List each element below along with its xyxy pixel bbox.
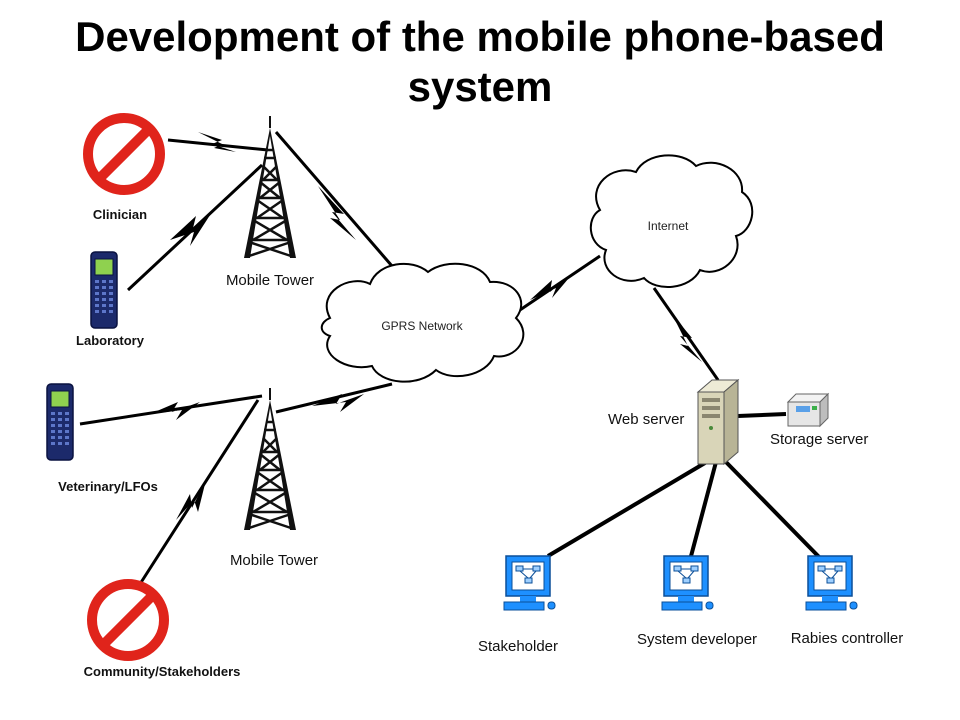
wired-link-webserver-storage xyxy=(737,412,787,418)
wireless-link-veterinary-tower xyxy=(79,394,263,426)
wireless-link-internet-webserver xyxy=(652,287,720,381)
title-line-2: system xyxy=(407,63,553,110)
clinician-label: Clinician xyxy=(93,207,147,222)
storage-server-label: Storage server xyxy=(770,431,868,448)
slide-title: Development of the mobile phone-based sy… xyxy=(30,12,930,112)
tower-top-label: Mobile Tower xyxy=(226,272,314,289)
gprs-label: GPRS Network xyxy=(381,319,463,333)
wireless-links xyxy=(79,131,720,585)
cloud-icon xyxy=(320,262,525,383)
wireless-link-gprs-internet xyxy=(513,254,601,316)
system-developer-label: System developer xyxy=(637,631,757,648)
cloud-icon xyxy=(590,154,754,289)
web-server-label: Web server xyxy=(608,411,684,428)
wireless-link-clinician-tower xyxy=(167,132,269,152)
computer-icon xyxy=(805,555,858,611)
wired-link-webserver-developer xyxy=(688,461,718,561)
wired-link-webserver-stakeholder xyxy=(546,458,712,558)
wired-link-webserver-rabies xyxy=(722,458,824,562)
wireless-link-community-tower xyxy=(138,399,260,585)
laboratory-label: Laboratory xyxy=(76,333,145,348)
server-tower-icon xyxy=(696,378,740,466)
rabies-controller-label: Rabies controller xyxy=(791,630,904,647)
tower-bottom-label: Mobile Tower xyxy=(230,552,318,569)
stakeholder-label: Stakeholder xyxy=(478,638,558,655)
storage-drive-icon xyxy=(786,392,830,428)
wireless-link-tower-gprs-bottom xyxy=(275,382,393,414)
no-entry-icon xyxy=(92,584,164,656)
veterinary-label: Veterinary/LFOs xyxy=(58,479,158,494)
wireless-link-laboratory-tower xyxy=(126,163,264,292)
wired-links xyxy=(546,412,824,562)
computer-icon xyxy=(503,555,556,611)
wireless-link-tower-gprs xyxy=(274,131,394,267)
title-line-1: Development of the mobile phone-based xyxy=(75,13,885,60)
mobile-phone-icon xyxy=(46,383,74,461)
no-entry-icon xyxy=(88,118,160,190)
mobile-phone-icon xyxy=(90,251,118,329)
computer-icon xyxy=(661,555,714,611)
cell-tower-icon xyxy=(242,114,298,260)
community-label: Community/Stakeholders xyxy=(84,664,241,679)
internet-label: Internet xyxy=(648,219,689,233)
